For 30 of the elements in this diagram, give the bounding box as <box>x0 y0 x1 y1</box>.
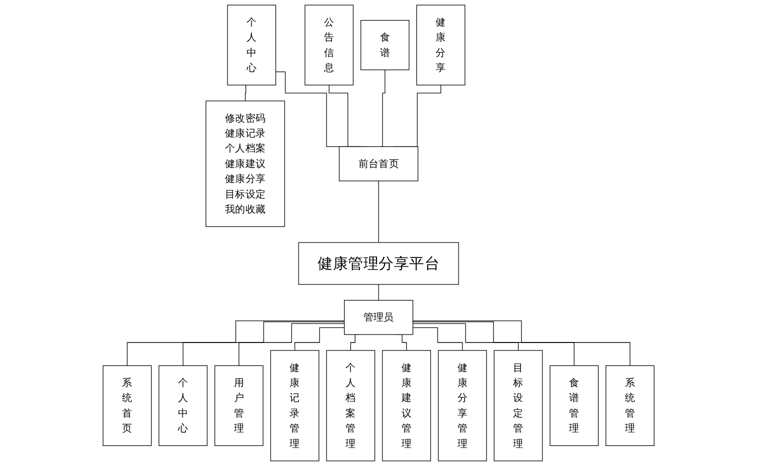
node-box: 健康分享 <box>416 4 466 86</box>
node-box: 健康记录管理 <box>270 350 320 462</box>
node-box: 个人档案管理 <box>326 350 375 462</box>
node-box: 前台首页 <box>338 146 418 182</box>
node-box: 用户管理 <box>214 365 264 446</box>
node-box: 管理员 <box>344 300 414 335</box>
connector <box>126 320 345 366</box>
node-box: 健康分享管理 <box>438 350 487 462</box>
connector <box>238 323 345 366</box>
node-box: 健康建议管理 <box>382 350 431 462</box>
node-box: 公告信息 <box>304 4 354 86</box>
connector <box>412 327 463 351</box>
connector <box>378 180 379 243</box>
connector <box>412 322 574 366</box>
node-box: 个人中心 <box>227 4 276 86</box>
connector <box>378 284 379 301</box>
node-box: 目标设定管理 <box>494 350 543 462</box>
node-box: 系统首页 <box>102 365 152 446</box>
connector <box>244 84 247 102</box>
connector <box>380 70 386 147</box>
node-box: 食谱管理 <box>550 365 598 446</box>
node-box: 健康管理分享平台 <box>298 242 459 285</box>
connector <box>182 322 345 366</box>
connector <box>412 323 518 351</box>
connector <box>412 320 630 366</box>
connector <box>294 327 345 351</box>
node-box: 个人中心 <box>158 365 208 446</box>
node-box: 系统管理 <box>605 365 654 446</box>
node-box: 食谱 <box>360 20 410 70</box>
node-box: 修改密码 健康记录 个人档案 健康建议 健康分享 目标设定 我的收藏 <box>206 100 285 227</box>
